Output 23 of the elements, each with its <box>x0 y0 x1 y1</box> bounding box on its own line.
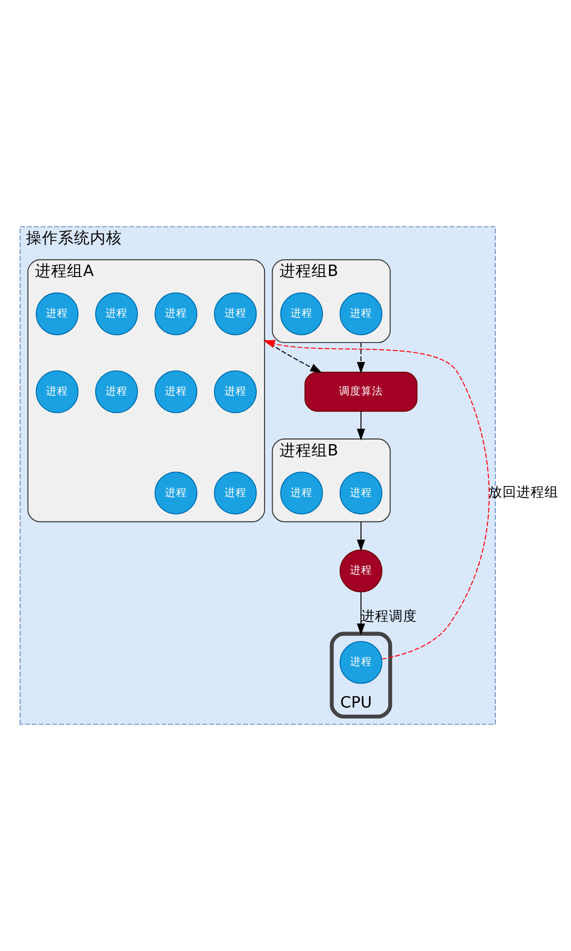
arrow <box>356 592 366 636</box>
node-circle: 进程 <box>214 370 257 414</box>
node-circle: 进程 <box>154 292 198 336</box>
node-circle: 进程 <box>280 292 323 336</box>
node-circle: 进程 <box>214 472 257 514</box>
node-box: 调度算法 <box>304 372 418 412</box>
node-circle: 进程 <box>154 472 198 514</box>
arrow <box>356 342 366 374</box>
node-circle: 进程 <box>214 292 257 336</box>
node-circle: 进程 <box>95 292 138 336</box>
node-circle: 进程 <box>95 370 138 414</box>
node-circle: 进程 <box>340 641 382 684</box>
node-circle: 进程 <box>36 370 79 414</box>
node-circle: 进程 <box>340 292 382 336</box>
arrow <box>356 410 366 440</box>
arrow <box>263 340 490 660</box>
arrow <box>264 339 322 373</box>
node-circle: 进程 <box>340 472 382 514</box>
node-circle: 进程 <box>340 550 382 592</box>
arrow <box>356 521 366 552</box>
node-circle: 进程 <box>36 292 79 336</box>
node-circle: 进程 <box>280 472 323 514</box>
node-circle: 进程 <box>154 370 198 414</box>
